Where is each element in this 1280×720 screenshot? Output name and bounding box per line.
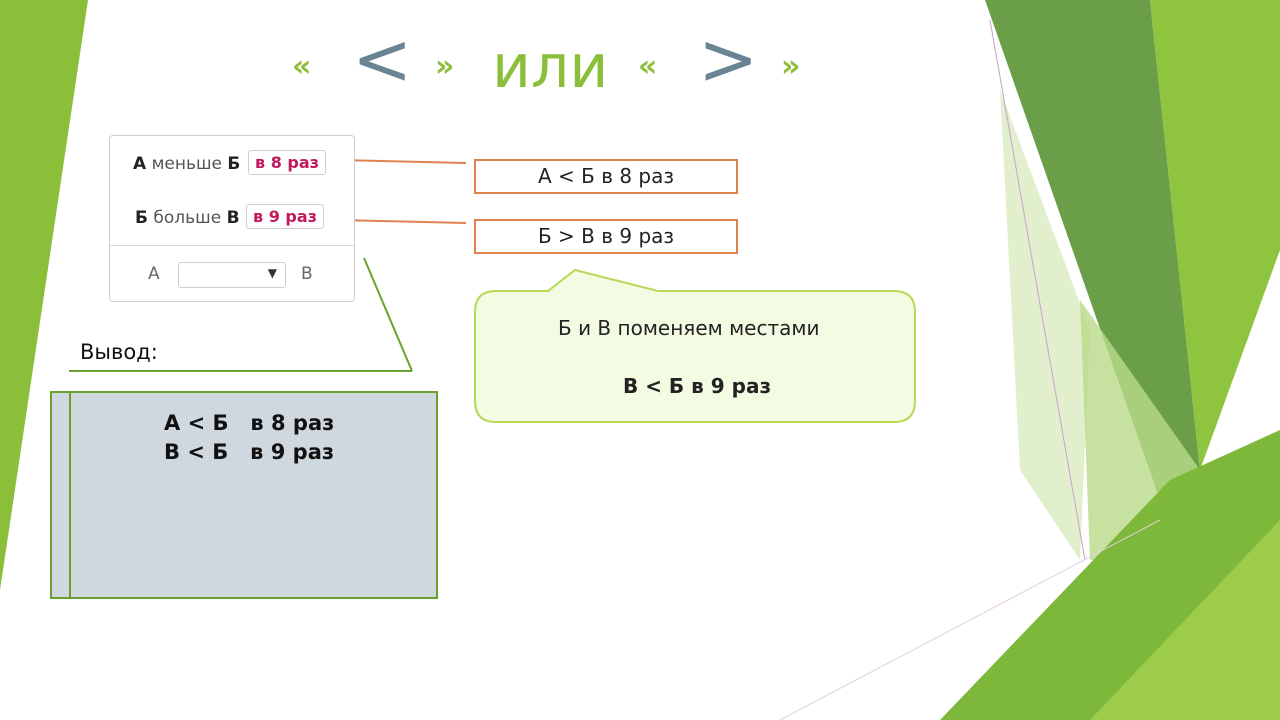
right-bottom-light [1090, 520, 1280, 720]
row2-subject: Б [135, 208, 148, 228]
row2-ratio-tag: в 9 раз [246, 204, 324, 229]
output-line-1: А < Б в 8 раз [164, 411, 335, 435]
pointer-line-diagonal [363, 257, 413, 372]
speech-bubble [474, 268, 916, 423]
output-panel-strip [69, 393, 71, 597]
comparison-select[interactable]: ▼ [178, 262, 286, 288]
select-left-label: А [148, 264, 160, 284]
row2-object: В [226, 208, 240, 228]
title-conjunction: или [492, 32, 609, 102]
row1-subject: А [133, 154, 147, 174]
connector-line-2 [337, 219, 467, 224]
bubble-line-1: Б и В поменяем местами [558, 316, 820, 340]
output-label: Вывод: [80, 340, 158, 364]
widget-row-1: А меньше Б [133, 154, 240, 174]
right-light-band [1150, 0, 1280, 470]
right-dark-band [985, 0, 1200, 500]
row1-relation: меньше [151, 154, 223, 174]
title-less-symbol: < [352, 17, 413, 101]
left-green-band [0, 0, 88, 590]
comparison-widget: А меньше Б в 8 раз Б больше В в 9 раз А … [109, 135, 355, 302]
widget-divider [110, 245, 354, 246]
bubble-line-2: В < Б в 9 раз [623, 374, 772, 398]
row1-object: Б [227, 154, 241, 174]
title-open-quote-2: « [638, 49, 658, 84]
row1-ratio-tag: в 8 раз [248, 150, 326, 175]
callout-box-2: Б > В в 9 раз [474, 219, 738, 254]
row2-relation: больше [153, 208, 222, 228]
select-right-label: В [301, 264, 313, 284]
title-greater-symbol: > [698, 17, 759, 101]
title-close-quote-2: » [781, 49, 801, 84]
title-open-quote: « [292, 49, 312, 84]
output-panel: А < Б в 8 раз В < Б в 9 раз [50, 391, 438, 599]
output-line-2: В < Б в 9 раз [164, 440, 335, 464]
chevron-down-icon[interactable]: ▼ [267, 266, 277, 280]
title-close-quote: » [435, 49, 455, 84]
connector-line-1 [337, 159, 467, 164]
callout-box-1: А < Б в 8 раз [474, 159, 738, 194]
thin-guide-line-2 [779, 519, 1161, 720]
thin-guide-line [989, 19, 1086, 561]
widget-row-2: Б больше В [135, 208, 240, 228]
